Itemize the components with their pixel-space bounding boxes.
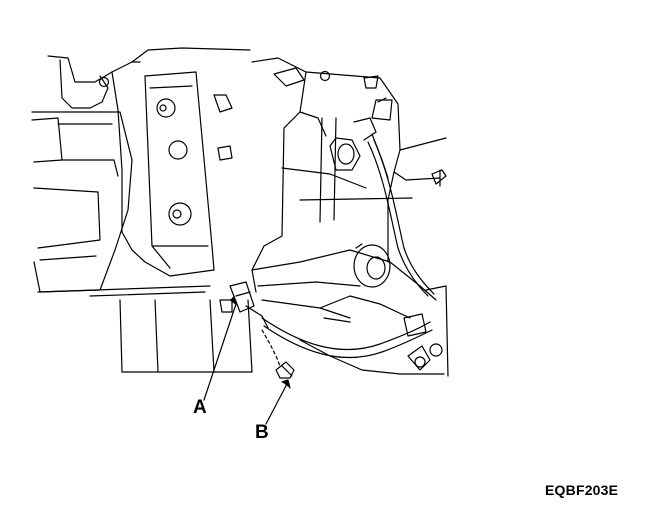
left-frame-panel <box>31 111 253 373</box>
bolt <box>156 98 192 226</box>
sensor-assembly <box>329 97 393 171</box>
floor-cross-member <box>251 243 445 375</box>
figure-code: EQBF203E <box>545 482 619 498</box>
connector-b <box>275 361 295 379</box>
callout-label-b: B <box>255 422 269 443</box>
alignment-guide <box>261 329 281 367</box>
callout-label-a: A <box>193 397 207 418</box>
leader-line-a <box>203 303 237 401</box>
leader-line-b <box>265 381 289 425</box>
wire-harness <box>261 139 435 359</box>
right-body-panel <box>299 71 447 263</box>
lower-right-bracket <box>403 285 449 377</box>
connector-a <box>219 281 269 329</box>
upper-bracket <box>47 47 251 277</box>
mounting-plate <box>144 71 233 271</box>
